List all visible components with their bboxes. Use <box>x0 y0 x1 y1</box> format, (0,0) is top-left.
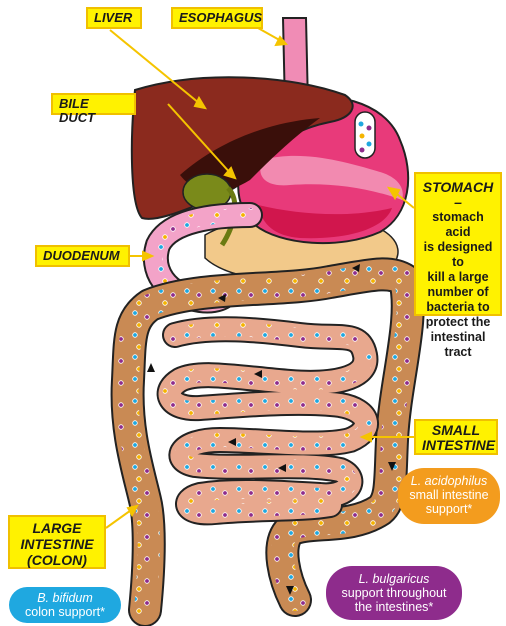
probiotic-species: L. bulgaricus <box>326 572 462 586</box>
probiotic-desc: small intestine <box>398 488 500 502</box>
label-stomach: STOMACH – stomach acid is designed to ki… <box>414 172 502 316</box>
stomach-desc-line: bacteria to <box>420 300 496 315</box>
probiotic-desc: the intestines* <box>326 600 462 614</box>
small-intestine-line: SMALL <box>422 423 490 438</box>
stomach-desc-line: number of <box>420 285 496 300</box>
probiotic-bifidum: B. bifidum colon support* <box>9 587 121 623</box>
label-bile-duct: BILE DUCT <box>51 93 136 115</box>
probiotic-species: L. acidophilus <box>398 474 500 488</box>
large-intestine-line: LARGE <box>16 520 98 536</box>
small-intestine-line: INTESTINE <box>422 438 490 453</box>
label-large-intestine: LARGE INTESTINE (COLON) <box>8 515 106 569</box>
label-small-intestine: SMALL INTESTINE <box>414 419 498 455</box>
probiotic-species: B. bifidum <box>9 591 121 605</box>
stomach-title: STOMACH – <box>420 180 496 210</box>
stomach-desc-line: intestinal tract <box>420 330 496 360</box>
stomach-desc-line: protect the <box>420 315 496 330</box>
probiotic-desc: support throughout <box>326 586 462 600</box>
label-duodenum: DUODENUM <box>35 245 130 267</box>
label-esophagus: ESOPHAGUS <box>171 7 263 29</box>
probiotic-desc: support* <box>398 502 500 516</box>
stomach-desc-line: is designed to <box>420 240 496 270</box>
probiotic-bulgaricus: L. bulgaricus support throughout the int… <box>326 566 462 620</box>
label-liver: LIVER <box>86 7 142 29</box>
probiotic-desc: colon support* <box>9 605 121 619</box>
probiotic-acidophilus: L. acidophilus small intestine support* <box>398 468 500 524</box>
large-intestine-line: INTESTINE <box>16 536 98 552</box>
flow-arrow <box>147 363 155 372</box>
stomach-probiotic-capsule <box>355 112 375 158</box>
large-intestine-line: (COLON) <box>16 552 98 568</box>
stomach-desc-line: kill a large <box>420 270 496 285</box>
stomach-desc-line: stomach acid <box>420 210 496 240</box>
